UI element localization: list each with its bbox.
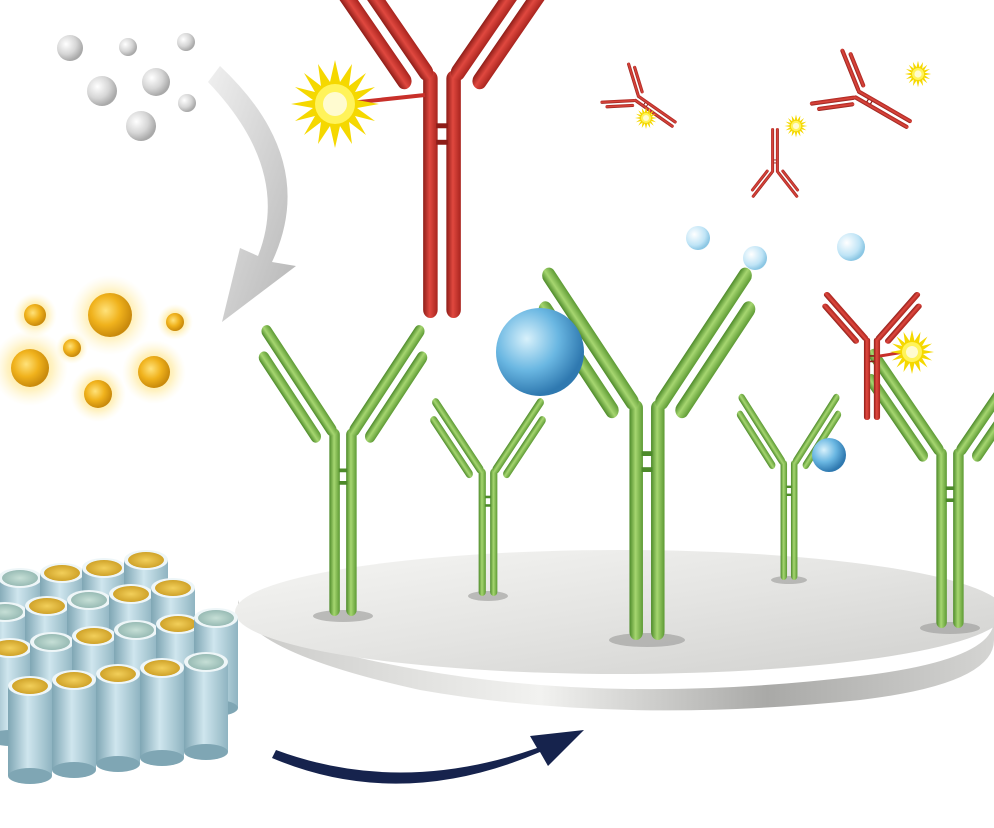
free-detection-antibodies: [596, 42, 932, 199]
microplate-wells: [0, 550, 238, 784]
bound-antigens: [496, 308, 846, 472]
sunburst-label-icon: [291, 60, 379, 148]
curved-arrow-icon: [208, 66, 296, 322]
gold-particles: [0, 275, 193, 422]
curved-arrow-icon: [272, 730, 584, 784]
sunburst-label-icon: [890, 330, 934, 374]
gray-particles: [57, 33, 196, 141]
free-antigens: [686, 226, 865, 270]
